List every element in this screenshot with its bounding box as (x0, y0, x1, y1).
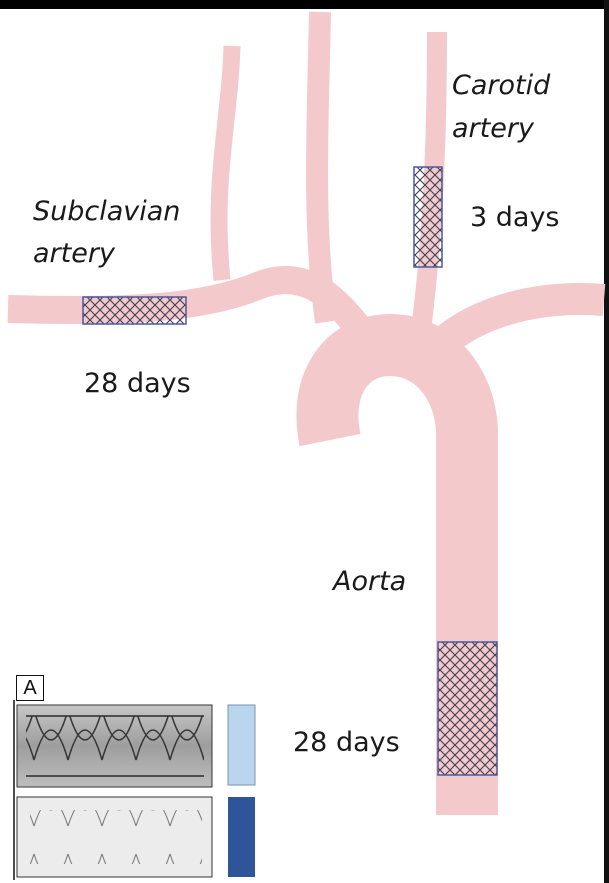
inset-panel (12, 700, 262, 880)
aorta-days-label: 28 days (293, 723, 400, 763)
carotid-label-line2: artery (452, 109, 534, 149)
carotid-days-label: 3 days (470, 198, 560, 238)
aorta-stent (438, 642, 497, 775)
carotid-label-line1: Carotid (452, 66, 550, 106)
carotid-stent (414, 167, 442, 267)
right-branch (440, 299, 604, 345)
right-border (604, 0, 609, 883)
subclavian-label-line2: artery (33, 234, 115, 274)
swatch-top (228, 705, 255, 785)
top-border (0, 0, 609, 9)
swatch-bottom (228, 797, 255, 877)
aorta-label: Aorta (333, 562, 406, 602)
inset-panel-label: A (16, 675, 44, 701)
subclavian-side-branch (219, 46, 232, 280)
subclavian-label-line1: Subclavian (33, 192, 180, 232)
subclavian-days-label: 28 days (84, 364, 191, 404)
subclavian-stent (83, 297, 186, 324)
